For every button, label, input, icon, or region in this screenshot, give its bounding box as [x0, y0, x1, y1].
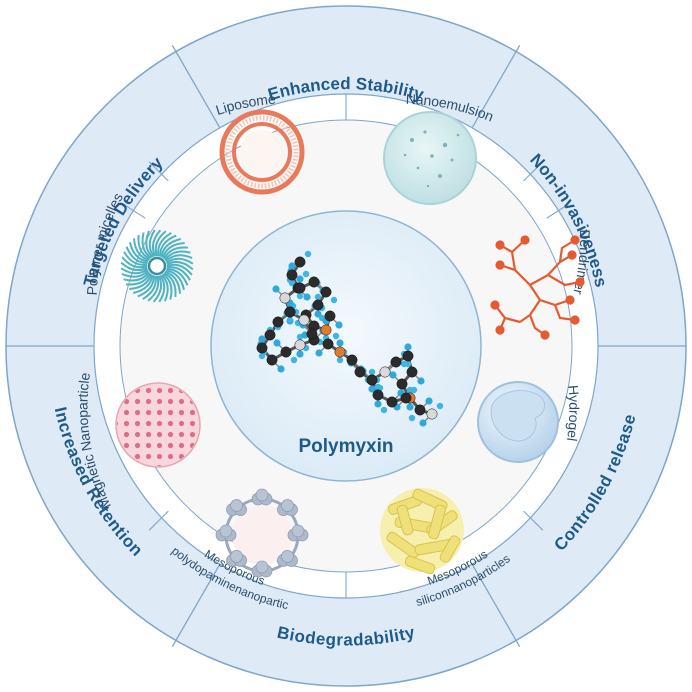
dendrimer-illustration: [490, 235, 585, 340]
polymyxin-molecule: [256, 250, 444, 427]
nanoemulsion-illustration: [383, 111, 477, 205]
carrier-label-hydrogel: Hydrogel: [564, 385, 582, 443]
liposome-illustration: [219, 109, 305, 195]
polymer-micelle-illustration: [120, 229, 194, 303]
mesoporous-silicon-illustration: [380, 488, 464, 575]
inner-dividers: [123, 94, 569, 598]
magnetic-nanoparticle-illustration: [115, 382, 201, 468]
mesoporous-polydopamine-illustration: [215, 488, 309, 578]
center-title: Polymyxin: [298, 436, 393, 457]
outer-dividers: [6, 44, 686, 648]
hydrogel-illustration: [477, 381, 559, 463]
center-disc: [210, 210, 482, 482]
